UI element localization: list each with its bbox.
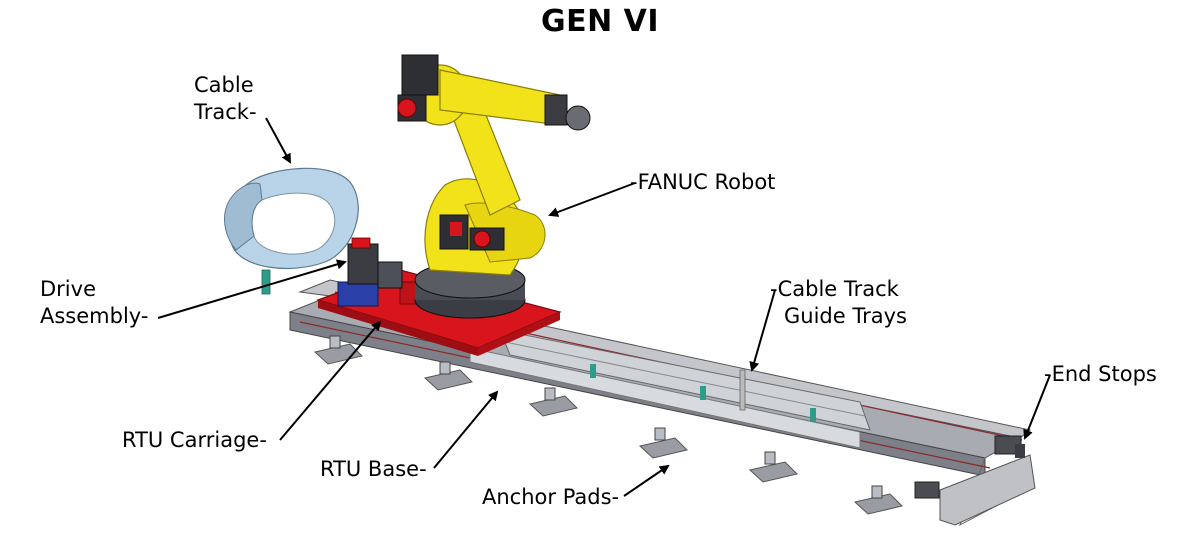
label-drive-assembly: Drive Assembly- [40, 276, 148, 330]
fanuc-robot [397, 54, 591, 319]
end-stops [914, 435, 1025, 499]
cable-track [223, 167, 359, 295]
label-guide-trays-line1: -Cable Track [770, 277, 899, 301]
label-cable-track-line2: Track- [194, 100, 257, 124]
anchor-pad-brackets [329, 335, 883, 499]
label-cable-track-guide-trays: -Cable Track Guide Trays [770, 276, 907, 330]
label-cable-track: Cable Track- [194, 72, 257, 126]
label-guide-trays-line2: Guide Trays [784, 304, 907, 328]
label-cable-track-line1: Cable [194, 73, 254, 97]
label-rtu-carriage: RTU Carriage- [122, 428, 267, 452]
diagram-title: GEN VI [540, 4, 660, 39]
label-end-stops: -End Stops [1044, 362, 1157, 386]
callout-leaders [157, 117, 1051, 497]
drive-assembly [337, 237, 403, 307]
label-rtu-base: RTU Base- [320, 457, 427, 481]
label-fanuc-robot: -FANUC Robot [630, 170, 776, 194]
label-drive-assembly-line1: Drive [40, 277, 96, 301]
label-drive-assembly-line2: Assembly- [40, 304, 149, 328]
label-anchor-pads: Anchor Pads- [482, 485, 620, 509]
cable-track-guide-trays [499, 329, 871, 431]
